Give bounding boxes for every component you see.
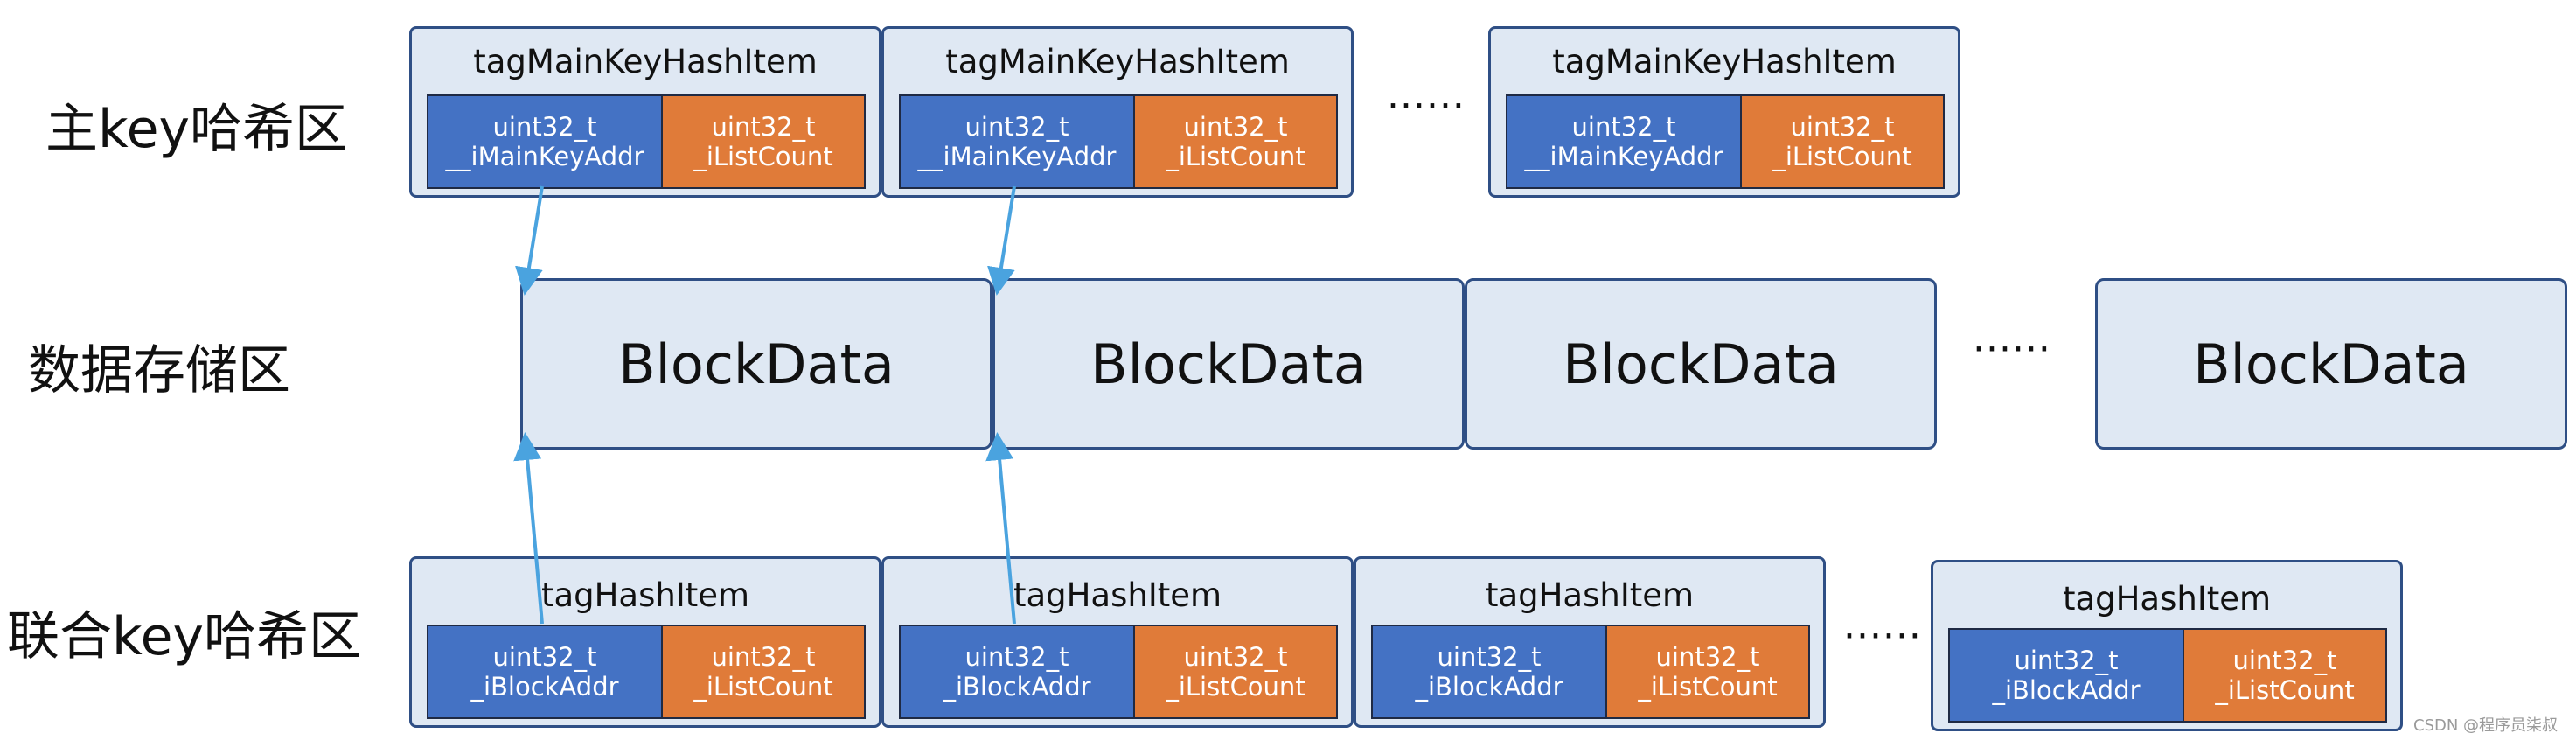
field-type: uint32_t — [1183, 111, 1288, 142]
field-name: _iListCount — [693, 142, 833, 171]
item-title: tagMainKeyHashItem — [1552, 43, 1897, 80]
field-name: _iListCount — [1166, 672, 1305, 702]
field-name: __iMainKeyAddr — [917, 142, 1117, 171]
block-data: BlockData — [2095, 278, 2567, 450]
union-key-hash-item: tagHashItem uint32_t _iBlockAddr uint32_… — [409, 556, 881, 728]
field-name: _iListCount — [1166, 142, 1305, 171]
union-key-ellipsis: ······ — [1843, 614, 1922, 659]
block-addr-field: uint32_t _iBlockAddr — [1371, 625, 1607, 719]
field-name: _iListCount — [1772, 142, 1912, 171]
block-addr-field: uint32_t _iBlockAddr — [899, 625, 1135, 719]
watermark: CSDN @程序员柒叔 — [2413, 716, 2559, 735]
list-count-field: uint32_t _iListCount — [1133, 625, 1338, 719]
field-type: uint32_t — [492, 111, 597, 142]
union-key-hash-item: tagHashItem uint32_t _iBlockAddr uint32_… — [881, 556, 1354, 728]
list-count-field: uint32_t _iListCount — [661, 625, 866, 719]
union-key-hash-item: tagHashItem uint32_t _iBlockAddr uint32_… — [1354, 556, 1826, 728]
field-type: uint32_t — [711, 641, 816, 672]
block-addr-field: uint32_t _iBlockAddr — [427, 625, 663, 719]
item-title: tagHashItem — [540, 576, 750, 614]
list-count-field: uint32_t _iListCount — [661, 94, 866, 189]
block-data: BlockData — [992, 278, 1465, 450]
item-title: tagMainKeyHashItem — [473, 43, 818, 80]
field-name: _iListCount — [1638, 672, 1778, 702]
arrow-union-key-to-block-2 — [985, 432, 1016, 625]
field-type: uint32_t — [492, 641, 597, 672]
list-count-field: uint32_t _iListCount — [1605, 625, 1810, 719]
field-type: uint32_t — [1790, 111, 1895, 142]
field-type: uint32_t — [1571, 111, 1676, 142]
field-type: uint32_t — [2232, 645, 2337, 675]
main-key-addr-field: uint32_t __iMainKeyAddr — [899, 94, 1135, 189]
item-title: tagMainKeyHashItem — [945, 43, 1290, 80]
section-label-data-store: 数据存储区 — [28, 340, 290, 401]
field-name: _iListCount — [2215, 675, 2355, 705]
main-key-ellipsis: ······ — [1387, 84, 1466, 129]
field-type: uint32_t — [1183, 641, 1288, 672]
field-type: uint32_t — [964, 641, 1069, 672]
arrow-main-key-to-block-1 — [515, 185, 544, 296]
section-label-main-key: 主key哈希区 — [45, 99, 348, 160]
list-count-field: uint32_t _iListCount — [1133, 94, 1338, 189]
field-name: _iBlockAddr — [943, 672, 1091, 702]
arrow-main-key-to-block-2 — [987, 185, 1016, 296]
item-title: tagHashItem — [1013, 576, 1222, 614]
field-type: uint32_t — [1655, 641, 1760, 672]
field-name: __iMainKeyAddr — [445, 142, 644, 171]
block-data-ellipsis: ······ — [1973, 327, 2051, 372]
block-data: BlockData — [520, 278, 992, 450]
field-type: uint32_t — [1437, 641, 1542, 672]
section-label-union-key: 联合key哈希区 — [7, 606, 362, 667]
field-type: uint32_t — [964, 111, 1069, 142]
main-key-addr-field: uint32_t __iMainKeyAddr — [1506, 94, 1742, 189]
field-name: _iListCount — [693, 672, 833, 702]
field-name: __iMainKeyAddr — [1524, 142, 1723, 171]
main-key-hash-item: tagMainKeyHashItem uint32_t __iMainKeyAd… — [1488, 26, 1960, 198]
field-name: _iBlockAddr — [470, 672, 619, 702]
item-title: tagHashItem — [2062, 580, 2272, 618]
main-key-addr-field: uint32_t __iMainKeyAddr — [427, 94, 663, 189]
field-name: _iBlockAddr — [1415, 672, 1563, 702]
field-type: uint32_t — [2014, 645, 2119, 675]
main-key-hash-item: tagMainKeyHashItem uint32_t __iMainKeyAd… — [881, 26, 1354, 198]
arrow-union-key-to-block-1 — [513, 432, 544, 625]
block-data: BlockData — [1465, 278, 1937, 450]
item-title: tagHashItem — [1485, 576, 1695, 614]
list-count-field: uint32_t _iListCount — [2183, 628, 2387, 723]
list-count-field: uint32_t _iListCount — [1740, 94, 1945, 189]
block-addr-field: uint32_t _iBlockAddr — [1948, 628, 2184, 723]
main-key-hash-item: tagMainKeyHashItem uint32_t __iMainKeyAd… — [409, 26, 881, 198]
field-type: uint32_t — [711, 111, 816, 142]
field-name: _iBlockAddr — [1992, 675, 2141, 705]
union-key-hash-item: tagHashItem uint32_t _iBlockAddr uint32_… — [1931, 560, 2403, 731]
